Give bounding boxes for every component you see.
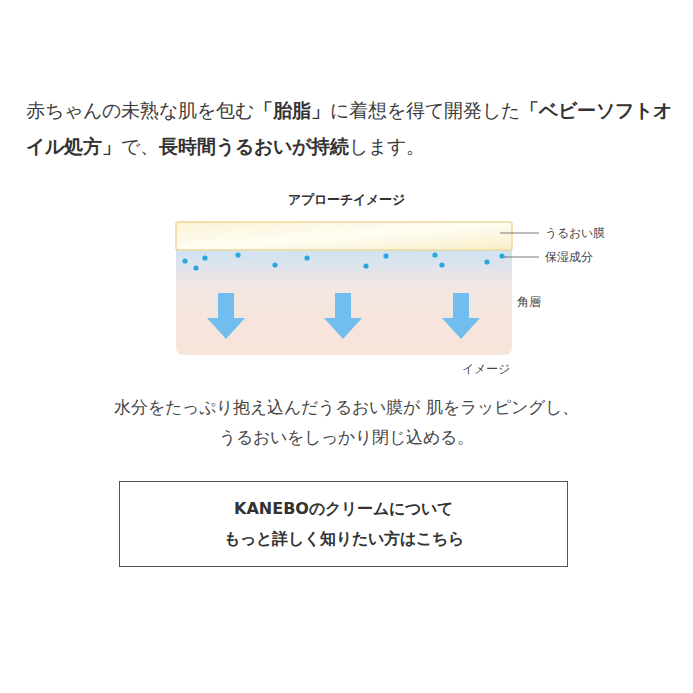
diagram-title: アプローチイメージ [0,191,693,209]
emphasis-text: 「胎脂」 [254,99,330,121]
leader-lines [500,233,539,257]
body-text: 赤ちゃんの未熟な肌を包む [26,99,254,121]
body-text: で、 [121,135,159,157]
callout-label: イメージ [462,362,510,377]
title-text: アプローチイメージ [288,192,405,207]
intro-paragraph: 赤ちゃんの未熟な肌を包む「胎脂」に着想を得て開発した「ベビーソフトオイル処方」で… [26,92,676,164]
stratum-corneum [176,250,512,355]
emphasis-text: 長時間うるおいが持続 [159,135,349,157]
button-text: KANEBOのクリームについて もっと詳しく知りたい方はこちら [212,494,476,554]
callout-label: 保湿成分 [545,250,593,265]
link-button: KANEBOのクリームについて もっと詳しく知りたい方はこちら [119,481,568,567]
moisture-film [176,222,512,250]
moisture-dots [182,252,504,270]
button-text-wrap: KANEBOのクリームについて もっと詳しく知りたい方はこちら [212,494,476,554]
body-text: に着想を得て開発した [330,99,520,121]
caption-text: 水分をたっぷり抱え込んだうるおい膜が 肌をラッピングし、 うるおいをしっかり閉じ… [109,392,585,452]
callout-label: うるおい膜 [545,226,605,241]
caption-box: 水分をたっぷり抱え込んだうるおい膜が 肌をラッピングし、 うるおいをしっかり閉じ… [0,392,693,452]
callout-label: 角層 [517,295,541,310]
body-text: します。 [349,135,425,157]
penetration-arrows [207,293,480,339]
